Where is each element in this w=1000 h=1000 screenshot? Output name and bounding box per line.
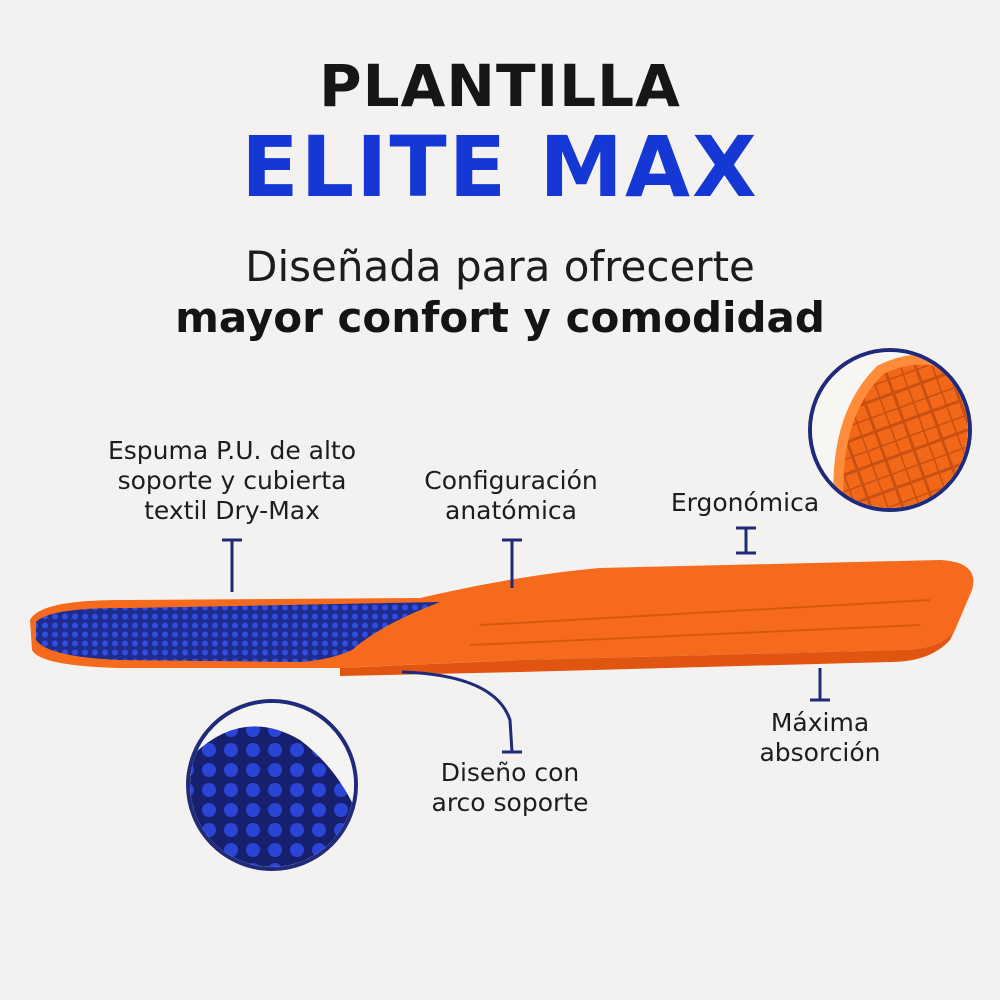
label-anatomic-line2: anatómica xyxy=(445,496,577,525)
callout-foam xyxy=(222,538,242,592)
label-foam-line3: textil Dry-Max xyxy=(144,496,320,525)
label-arch-line1: Diseño con xyxy=(440,758,580,787)
callout-arch xyxy=(401,670,522,754)
label-absorption: Máxima absorción xyxy=(710,708,930,768)
label-absorption-line2: absorción xyxy=(759,738,881,767)
callout-anatomic xyxy=(502,538,522,588)
label-arch-line2: arco soporte xyxy=(431,788,589,817)
label-anatomic-line1: Configuración xyxy=(424,466,598,495)
label-foam: Espuma P.U. de alto soporte y cubierta t… xyxy=(82,436,382,526)
subtitle-line2: mayor confort y comodidad xyxy=(175,293,825,342)
label-absorption-line1: Máxima xyxy=(770,708,870,737)
title-plantilla: PLANTILLA xyxy=(319,52,681,120)
label-foam-line2: soporte y cubierta xyxy=(117,466,347,495)
label-foam-line1: Espuma P.U. de alto xyxy=(107,436,357,465)
callout-absorption xyxy=(810,668,830,702)
subtitle-line1: Diseñada para ofrecerte xyxy=(245,242,755,291)
callout-ergonomic xyxy=(736,526,756,555)
heel-detail-icon xyxy=(808,348,972,512)
insole-mesh-top xyxy=(36,602,440,662)
label-ergonomic: Ergonómica xyxy=(640,488,850,518)
title-elite-max: ELITE MAX xyxy=(241,118,759,216)
mesh-detail-icon xyxy=(186,699,358,871)
label-ergonomic-line1: Ergonómica xyxy=(670,488,820,517)
label-arch: Diseño con arco soporte xyxy=(400,758,620,818)
label-anatomic: Configuración anatómica xyxy=(386,466,636,526)
